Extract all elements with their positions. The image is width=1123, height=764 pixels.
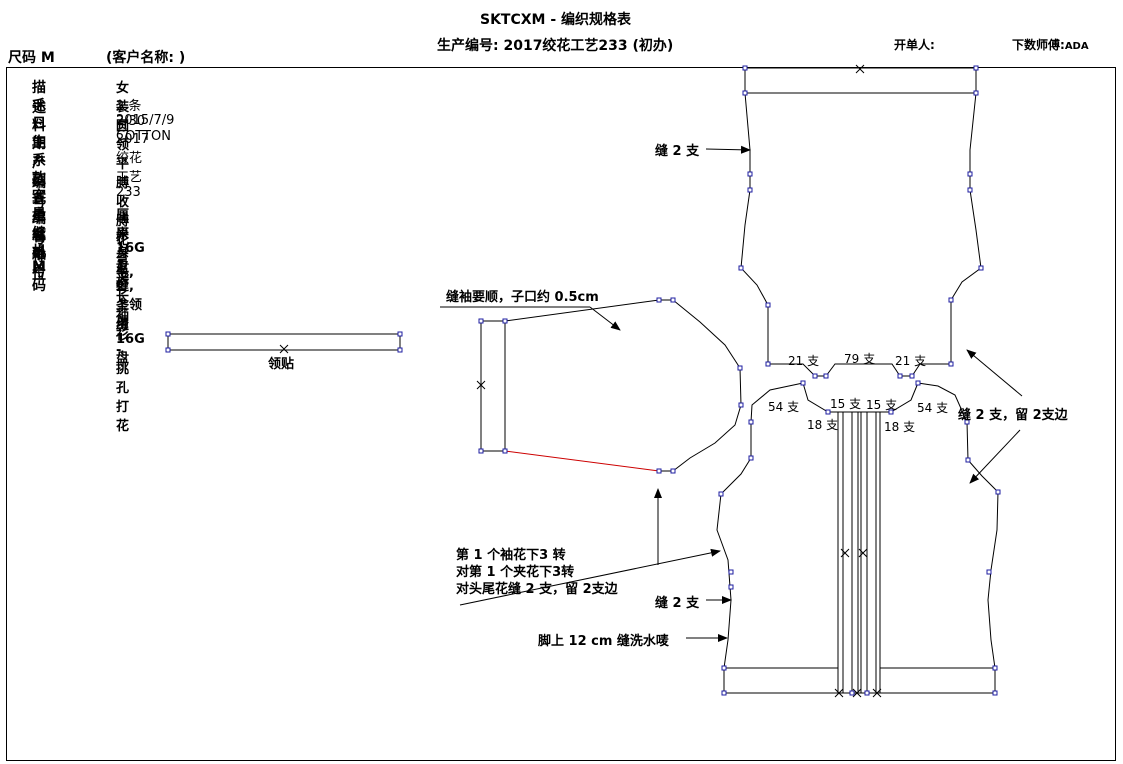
- info-value: 厘米: [116, 208, 130, 242]
- customer-label: (客户名称: ): [106, 50, 186, 66]
- info-label: 日期: [32, 116, 46, 152]
- info-label: M 码: [32, 259, 46, 294]
- dim-armhole-left: 54 支: [768, 400, 800, 414]
- info-label: 缝毛: [32, 226, 46, 262]
- back-body-outline: [740, 67, 982, 377]
- info-label: 客户名称: [32, 189, 46, 265]
- info-value: 1 打: [116, 259, 130, 293]
- pattern-point-markers: [165, 65, 1001, 696]
- info-label: 生产编号: [32, 135, 46, 211]
- dim-placket-left: 15 支: [830, 397, 862, 411]
- document-title: SKTCXM - 编织规格表: [480, 12, 632, 28]
- hem-note: 脚上 12 cm 缝洗水唛: [538, 634, 669, 649]
- production-number: 生产编号: 2017绞花工艺233 (初办): [437, 38, 674, 54]
- size-label: 尺码 M: [8, 50, 55, 66]
- info-label: 款式编号: [32, 171, 46, 247]
- dim-placket-right: 15 支: [866, 398, 898, 412]
- cross-markers: [279, 64, 882, 698]
- programmer-label: 下数师傅:ADA: [1012, 36, 1089, 53]
- info-value: 2015/7/9: [116, 113, 175, 128]
- info-label: 描述: [32, 80, 46, 116]
- info-label: 系列: [32, 153, 46, 189]
- spec-frame: [6, 67, 1116, 761]
- info-value: 2 条 2/30 COTTON: [116, 99, 171, 144]
- programmer-name: ADA: [1064, 41, 1089, 52]
- front-body-outline: [716, 382, 999, 694]
- dim-bottom-right: 18 支: [884, 420, 916, 434]
- info-value: 女装圆领平膊收膊花弯夹长袖衫 - 挑孔打花: [116, 81, 130, 434]
- notes-line-3: 对头尾花缝 2 支，留 2支边: [456, 582, 618, 597]
- info-label: 机号: [32, 244, 46, 280]
- annotation-arrows: [440, 145, 1023, 642]
- notes-line-1: 第 1 个袖花下3 转: [456, 548, 566, 563]
- info-label: 量度单位: [32, 207, 46, 283]
- collar-label: 领贴: [268, 357, 295, 372]
- sleeve-red-seam: [504, 450, 660, 472]
- info-value: 2017绞花工艺233: [116, 132, 150, 200]
- issuer-label: 开单人:: [894, 38, 935, 52]
- info-value: 原身毛, 2 条缝: [116, 227, 134, 333]
- dim-armhole-right: 54 支: [917, 401, 949, 415]
- dim-shoulder-left: 21 支: [788, 354, 820, 368]
- front-placket: [837, 411, 881, 693]
- dim-neck: 79 支: [844, 352, 876, 366]
- info-label: 毛料: [32, 98, 46, 134]
- info-value: 16G 盘缝, 上领用16G 盘: [116, 241, 145, 366]
- seam-top-label: 缝 2 支: [655, 144, 700, 159]
- collar-strip: [167, 333, 401, 351]
- sleeve-outline: [480, 299, 742, 472]
- dim-bottom-left: 18 支: [807, 418, 839, 432]
- programmer-label-text: 下数师傅:: [1012, 38, 1065, 52]
- seam-right-label: 缝 2 支，留 2支边: [958, 408, 1068, 423]
- seam-bottom-label: 缝 2 支: [655, 596, 700, 611]
- notes-line-2: 对第 1 个夹花下3转: [456, 565, 575, 580]
- dim-shoulder-right: 21 支: [895, 354, 927, 368]
- sleeve-note: 缝袖要顺，子口约 0.5cm: [446, 290, 599, 305]
